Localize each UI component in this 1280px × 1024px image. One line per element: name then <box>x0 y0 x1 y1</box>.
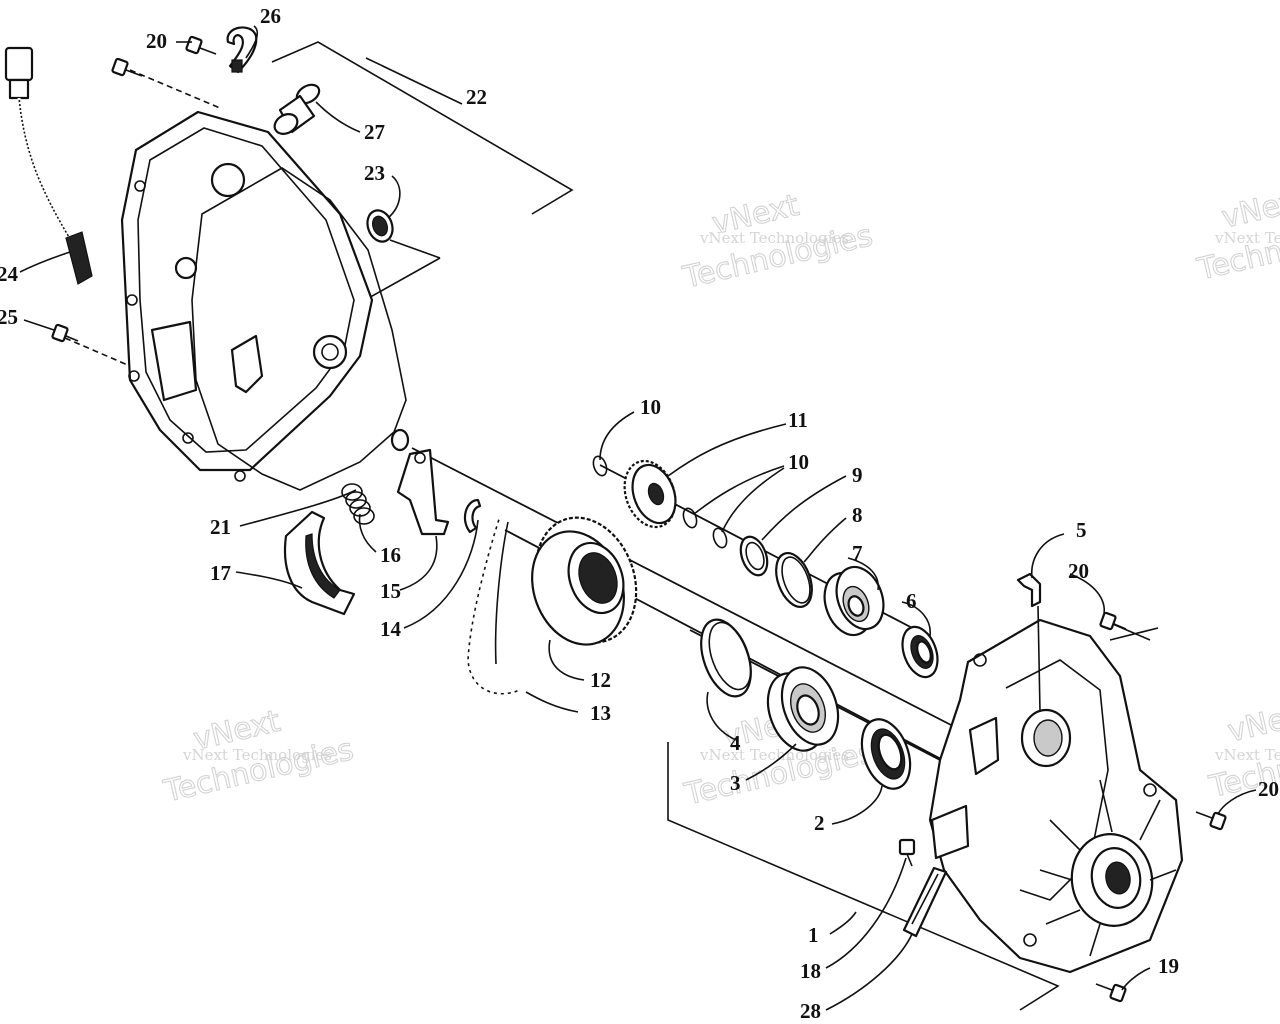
callout-14: 14 <box>380 617 402 641</box>
callout-25: 25 <box>0 305 18 329</box>
watermark-small-bottom-right: vNext Technologies <box>1214 746 1280 764</box>
callout-27: 27 <box>364 120 385 144</box>
watermark-small-top-right: vNext Technologies <box>1214 229 1280 247</box>
callout-22: 22 <box>466 85 487 109</box>
callout-6: 6 <box>906 589 917 613</box>
circlip-10-b <box>682 507 698 529</box>
sight-gauge <box>902 866 948 938</box>
seal-23 <box>366 209 394 243</box>
chaincase-housing <box>928 618 1184 974</box>
drain-plug <box>898 838 916 867</box>
svg-text:Technologies: Technologies <box>160 732 357 810</box>
bracket-22 <box>271 41 574 215</box>
bolt-19 <box>1095 983 1127 1003</box>
bolt-25 <box>51 323 79 343</box>
housing-ribs <box>1039 779 1177 957</box>
svg-text:vNext: vNext <box>1219 182 1280 236</box>
callout-20-top: 20 <box>146 29 167 53</box>
snap-ring-14 <box>463 498 482 534</box>
callout-15: 15 <box>380 579 401 603</box>
watermark-small-top-center: vNext Technologies <box>699 229 849 247</box>
callout-labels: 26 20 22 27 23 24 25 21 16 17 15 14 10 1… <box>0 4 1279 1023</box>
callout-23: 23 <box>364 161 385 185</box>
callout-9: 9 <box>852 463 863 487</box>
callout-21: 21 <box>210 515 231 539</box>
bracket-1 <box>667 742 1060 1011</box>
cover-gasket <box>191 167 407 491</box>
callout-4: 4 <box>730 731 741 755</box>
bearing-7 <box>823 565 885 637</box>
svg-text:vNext: vNext <box>1225 696 1280 750</box>
washer-9 <box>739 535 769 577</box>
left-cover <box>120 110 374 482</box>
bolt-20-right <box>1099 611 1227 831</box>
axis-bolt-20-top <box>129 69 221 109</box>
callout-18: 18 <box>800 959 821 983</box>
callout-26: 26 <box>260 4 281 28</box>
callout-20-right: 20 <box>1068 559 1089 583</box>
grommet <box>273 83 321 135</box>
seal-2 <box>860 718 912 790</box>
callout-17: 17 <box>210 561 231 585</box>
seal-6 <box>901 625 939 679</box>
chain-guide-teeth <box>305 533 341 599</box>
callout-28: 28 <box>800 999 821 1023</box>
tensioner-arm <box>390 428 450 536</box>
bolt-20-top <box>111 35 217 77</box>
callout-19: 19 <box>1158 954 1179 978</box>
callout-2: 2 <box>814 811 825 835</box>
axis-main <box>411 447 991 746</box>
circlip-10-a <box>592 455 608 477</box>
callout-5: 5 <box>1076 518 1087 542</box>
callout-1: 1 <box>808 923 819 947</box>
circlip-10-c <box>712 527 728 549</box>
axis-bolt-25 <box>64 337 131 367</box>
callout-3: 3 <box>730 771 741 795</box>
callout-7: 7 <box>852 541 863 565</box>
idler-gear <box>623 459 677 529</box>
bracket-22-lower-2 <box>364 257 441 301</box>
callout-20-far-right: 20 <box>1258 777 1279 801</box>
leader-lines <box>19 25 1257 1011</box>
drive-sprocket <box>531 516 638 646</box>
callout-10-a: 10 <box>640 395 661 419</box>
watermark-small-bottom-left: vNext Technologies <box>182 746 332 764</box>
bracket-22-lower <box>389 239 441 259</box>
callout-12: 12 <box>590 668 611 692</box>
callout-24: 24 <box>0 262 19 286</box>
cable-clamp <box>226 26 258 74</box>
callout-8: 8 <box>852 503 863 527</box>
callout-16: 16 <box>380 543 401 567</box>
callout-10-b: 10 <box>788 450 809 474</box>
tensioner-spring <box>341 483 375 525</box>
drive-chain <box>465 515 521 696</box>
bearing-3 <box>766 666 840 752</box>
callout-11: 11 <box>788 408 808 432</box>
chain-guide <box>283 510 356 616</box>
callout-13: 13 <box>590 701 611 725</box>
wire-harness <box>4 46 93 285</box>
watermark-top-right: vNext Technologies <box>1193 181 1280 288</box>
watermark-small-bottom-center: vNext Technologies <box>699 746 849 764</box>
